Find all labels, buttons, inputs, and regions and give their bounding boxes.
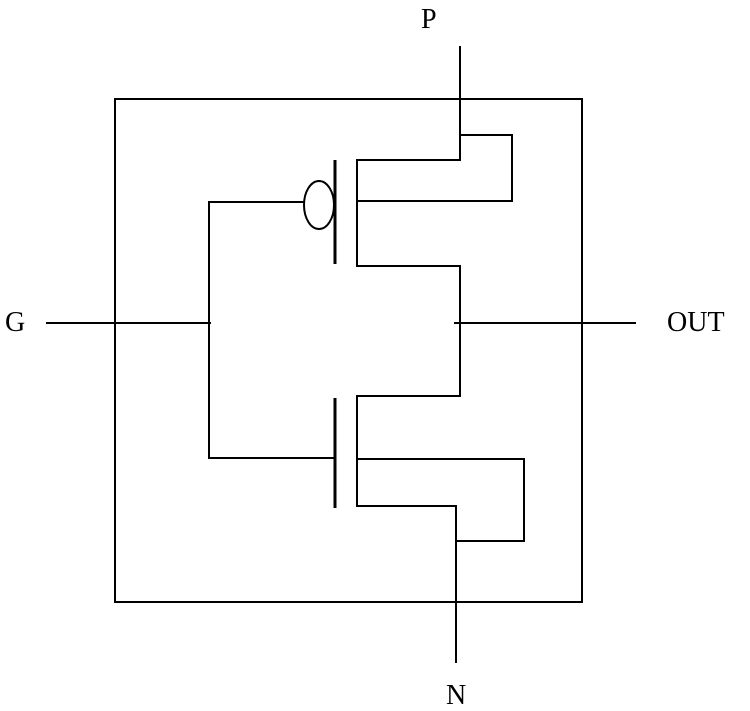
ground-n-net <box>455 458 525 663</box>
pmos-inversion-bubble <box>303 180 335 230</box>
nmos-transistor <box>333 395 525 508</box>
supply-p-net <box>459 46 513 202</box>
cell-boundary-box <box>114 98 583 603</box>
gate-input-net <box>46 201 335 459</box>
terminal-label-n: N <box>446 680 466 711</box>
terminal-label-p: P <box>421 4 437 35</box>
pmos-body-loop-wire <box>459 134 513 202</box>
output-net <box>454 265 636 397</box>
terminal-label-g: G <box>5 307 25 338</box>
pmos-transistor <box>303 159 513 267</box>
nmos-body-loop-wire <box>455 458 525 542</box>
terminal-label-out: OUT <box>667 307 725 338</box>
